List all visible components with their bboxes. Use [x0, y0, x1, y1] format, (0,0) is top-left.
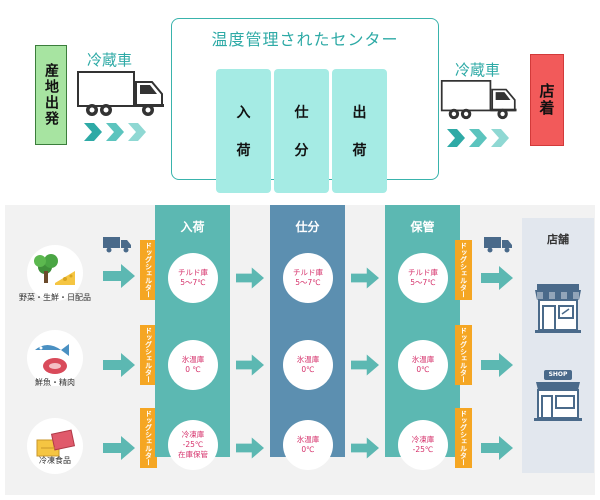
store-panel: 店舗 SHOP	[522, 218, 594, 473]
temp-zone-bubble: 冷凍庫 -25℃	[398, 420, 448, 470]
temp-zone-value: 5〜7℃	[180, 278, 206, 287]
column-receiving: 入荷	[155, 205, 230, 457]
stage-shipping: 出 荷	[332, 69, 387, 193]
dock-shelter: ドッグシェルター	[455, 325, 472, 385]
dock-shelter: ドッグシェルター	[140, 408, 157, 468]
stage-char: 荷	[236, 143, 251, 159]
frozen-food-icon	[36, 429, 76, 457]
category-label: 野菜・生鮮・日配品	[19, 293, 91, 302]
temp-zone-name: チルド庫	[408, 267, 438, 277]
temp-zone-bubble: 氷温庫 0℃	[283, 340, 333, 390]
shop-building-icon	[534, 370, 582, 421]
column-header: 入荷	[180, 220, 205, 234]
temp-zone-bubble: チルド庫 5〜7℃	[283, 253, 333, 303]
dock-shelter: ドッグシェルター	[140, 325, 157, 385]
flow-arrow	[103, 436, 135, 460]
category-circle	[27, 418, 83, 474]
shop-sign-text: SHOP	[548, 371, 568, 378]
dock-shelter-label: ドッグシェルター	[144, 242, 153, 298]
temp-zone-name: チルド庫	[293, 267, 323, 277]
stage-char: 荷	[352, 143, 367, 159]
flow-arrow	[351, 437, 379, 459]
stage-char: 仕	[294, 105, 309, 121]
flow-arrow	[236, 437, 264, 459]
temp-zone-value: -25℃	[412, 445, 434, 454]
temp-zone-value: 0℃	[301, 445, 315, 454]
truck-icon	[440, 80, 517, 120]
category-circle	[27, 245, 83, 301]
column-sorting: 仕分	[270, 205, 345, 457]
category-circle	[27, 330, 83, 386]
origin-departure-box: 産地出発	[35, 45, 67, 145]
temp-zone-bubble: 氷温庫 0℃	[283, 420, 333, 470]
flow-chevrons-left	[82, 121, 148, 143]
dock-shelter: ドッグシェルター	[455, 240, 472, 300]
temp-zone-name: 冷凍庫	[181, 429, 205, 439]
origin-label: 産地出発	[43, 63, 59, 127]
fish-meat-icon	[35, 344, 69, 374]
temp-zone-note: 在庫保管	[178, 450, 208, 460]
center-title: 温度管理されたセンター	[211, 30, 399, 49]
flow-arrow	[236, 267, 264, 289]
store-arrival-label: 店着	[537, 83, 556, 117]
category-label: 鮮魚・精肉	[35, 378, 75, 387]
temperature-controlled-center: 温度管理されたセンター 入 荷 仕 分 出 荷	[171, 18, 439, 193]
truck-icon	[484, 237, 512, 253]
temp-zone-value: 0℃	[301, 365, 315, 374]
stage-char: 分	[294, 143, 309, 159]
dock-shelter-label: ドッグシェルター	[459, 242, 468, 298]
dock-shelter-label: ドッグシェルター	[144, 327, 153, 383]
temp-zone-value: 5〜7℃	[410, 278, 436, 287]
temp-zone-name: 氷温庫	[181, 354, 205, 364]
flow-arrow	[351, 267, 379, 289]
temp-zone-name: 冷凍庫	[411, 434, 435, 444]
stage-sorting: 仕 分	[274, 69, 329, 193]
temp-zone-bubble: 氷温庫 0℃	[398, 340, 448, 390]
flow-arrow	[481, 266, 513, 290]
flow-arrow	[481, 436, 513, 460]
flow-arrow	[103, 264, 135, 288]
store-panel-title: 店舗	[547, 233, 569, 246]
column-header: 保管	[410, 220, 435, 234]
flow-chevrons-right	[445, 127, 511, 149]
category-label: 冷凍食品	[39, 456, 71, 465]
temp-zone-name: チルド庫	[178, 267, 208, 277]
flow-arrow	[351, 354, 379, 376]
column-header: 仕分	[295, 220, 320, 234]
temp-zone-bubble: 冷凍庫 -25℃ 在庫保管	[168, 420, 218, 470]
column-storage: 保管	[385, 205, 460, 457]
truck-icon	[103, 237, 131, 253]
vegetable-cheese-icon	[34, 254, 75, 285]
temp-zone-bubble: チルド庫 5〜7℃	[398, 253, 448, 303]
temp-zone-name: 氷温庫	[296, 354, 320, 364]
flow-arrow	[236, 354, 264, 376]
truck-icon	[77, 71, 164, 116]
center-process-diagram: 野菜・生鮮・日配品 鮮魚・精肉 冷凍食品 ドッグシェルター ドッグシェルター ド…	[5, 205, 595, 495]
temp-zone-bubble: チルド庫 5〜7℃	[168, 253, 218, 303]
reefer-truck-label-left: 冷蔵車	[87, 51, 133, 69]
storefront-icon	[535, 284, 581, 333]
temp-zone-value: 0 ℃	[185, 365, 201, 374]
dock-shelter-label: ドッグシェルター	[144, 410, 153, 466]
dock-shelter-label: ドッグシェルター	[459, 410, 468, 466]
dock-shelter: ドッグシェルター	[140, 240, 157, 300]
temp-zone-value: 0℃	[416, 365, 430, 374]
flow-arrow	[103, 353, 135, 377]
temp-zone-name: 氷温庫	[411, 354, 435, 364]
dock-shelter: ドッグシェルター	[455, 408, 472, 468]
stage-char: 出	[352, 105, 367, 121]
store-arrival-box: 店着	[530, 54, 564, 146]
temp-zone-bubble: 氷温庫 0 ℃	[168, 340, 218, 390]
temp-zone-value: 5〜7℃	[295, 278, 321, 287]
stage-char: 入	[236, 105, 251, 121]
flow-arrow	[481, 353, 513, 377]
dock-shelter-label: ドッグシェルター	[459, 327, 468, 383]
temp-zone-name: 氷温庫	[296, 434, 320, 444]
temp-zone-value: -25℃	[182, 439, 204, 449]
reefer-truck-label-right: 冷蔵車	[455, 61, 501, 79]
stage-receiving: 入 荷	[216, 69, 271, 193]
